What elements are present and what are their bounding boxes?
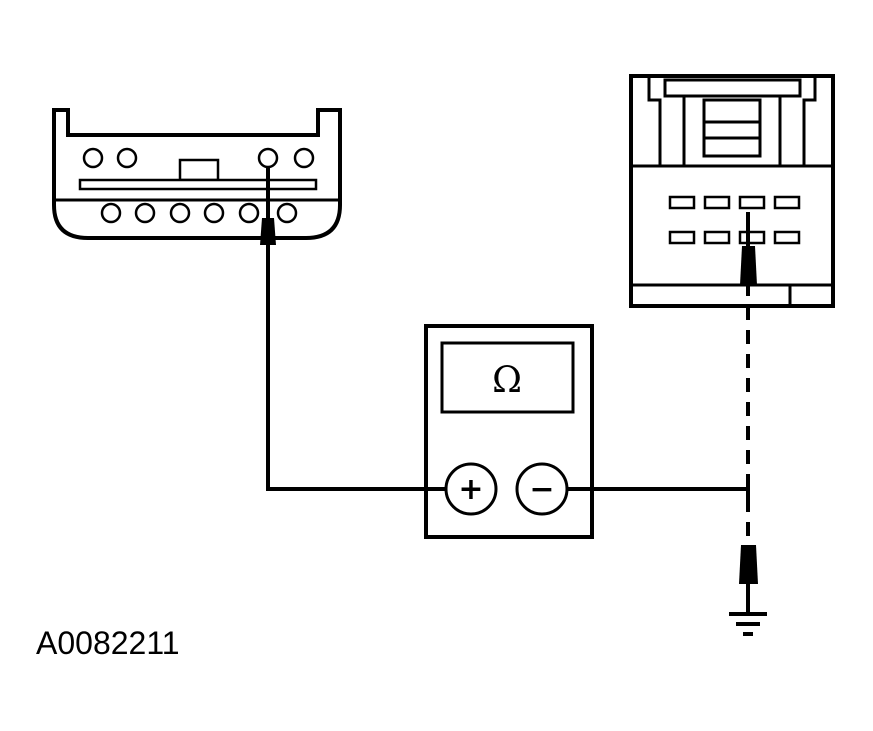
left-connector-pin xyxy=(116,147,138,169)
left-connector-pin xyxy=(82,147,104,169)
right-connector-slot xyxy=(738,195,766,210)
left-connector-pin xyxy=(257,147,279,169)
left-connector-pin xyxy=(134,202,156,224)
left-connector-rail xyxy=(78,178,318,191)
left-connector-pin xyxy=(238,202,260,224)
ohm-symbol: Ω xyxy=(492,360,522,401)
negative-terminal-label: − xyxy=(529,472,554,507)
right-connector-latch xyxy=(702,98,762,158)
negative-lead-wire xyxy=(567,487,750,502)
left-connector-pin xyxy=(169,202,191,224)
right-probe xyxy=(740,246,757,285)
left-connector-pin xyxy=(100,202,122,224)
left-probe xyxy=(260,195,276,245)
left-connector-pin xyxy=(293,147,315,169)
right-connector-slot xyxy=(703,230,731,245)
ground-probe xyxy=(739,545,758,612)
left-connector-pin xyxy=(276,202,298,224)
figure-id-label: A0082211 xyxy=(36,625,180,661)
right-connector-slot xyxy=(703,195,731,210)
ground-symbol xyxy=(729,612,767,636)
positive-terminal-label: + xyxy=(458,472,483,507)
meter-display xyxy=(440,341,575,414)
left-connector-latch xyxy=(178,158,220,182)
left-connector-pin xyxy=(203,202,225,224)
right-connector-slot xyxy=(773,230,801,245)
right-connector-slot xyxy=(738,230,766,245)
positive-lead-wire xyxy=(266,167,446,491)
right-connector xyxy=(629,74,835,308)
right-connector-slot xyxy=(773,195,801,210)
ohmmeter: Ω + − xyxy=(424,324,594,539)
left-connector xyxy=(52,108,342,240)
right-connector-slot xyxy=(668,230,696,245)
right-connector-slot xyxy=(668,195,696,210)
